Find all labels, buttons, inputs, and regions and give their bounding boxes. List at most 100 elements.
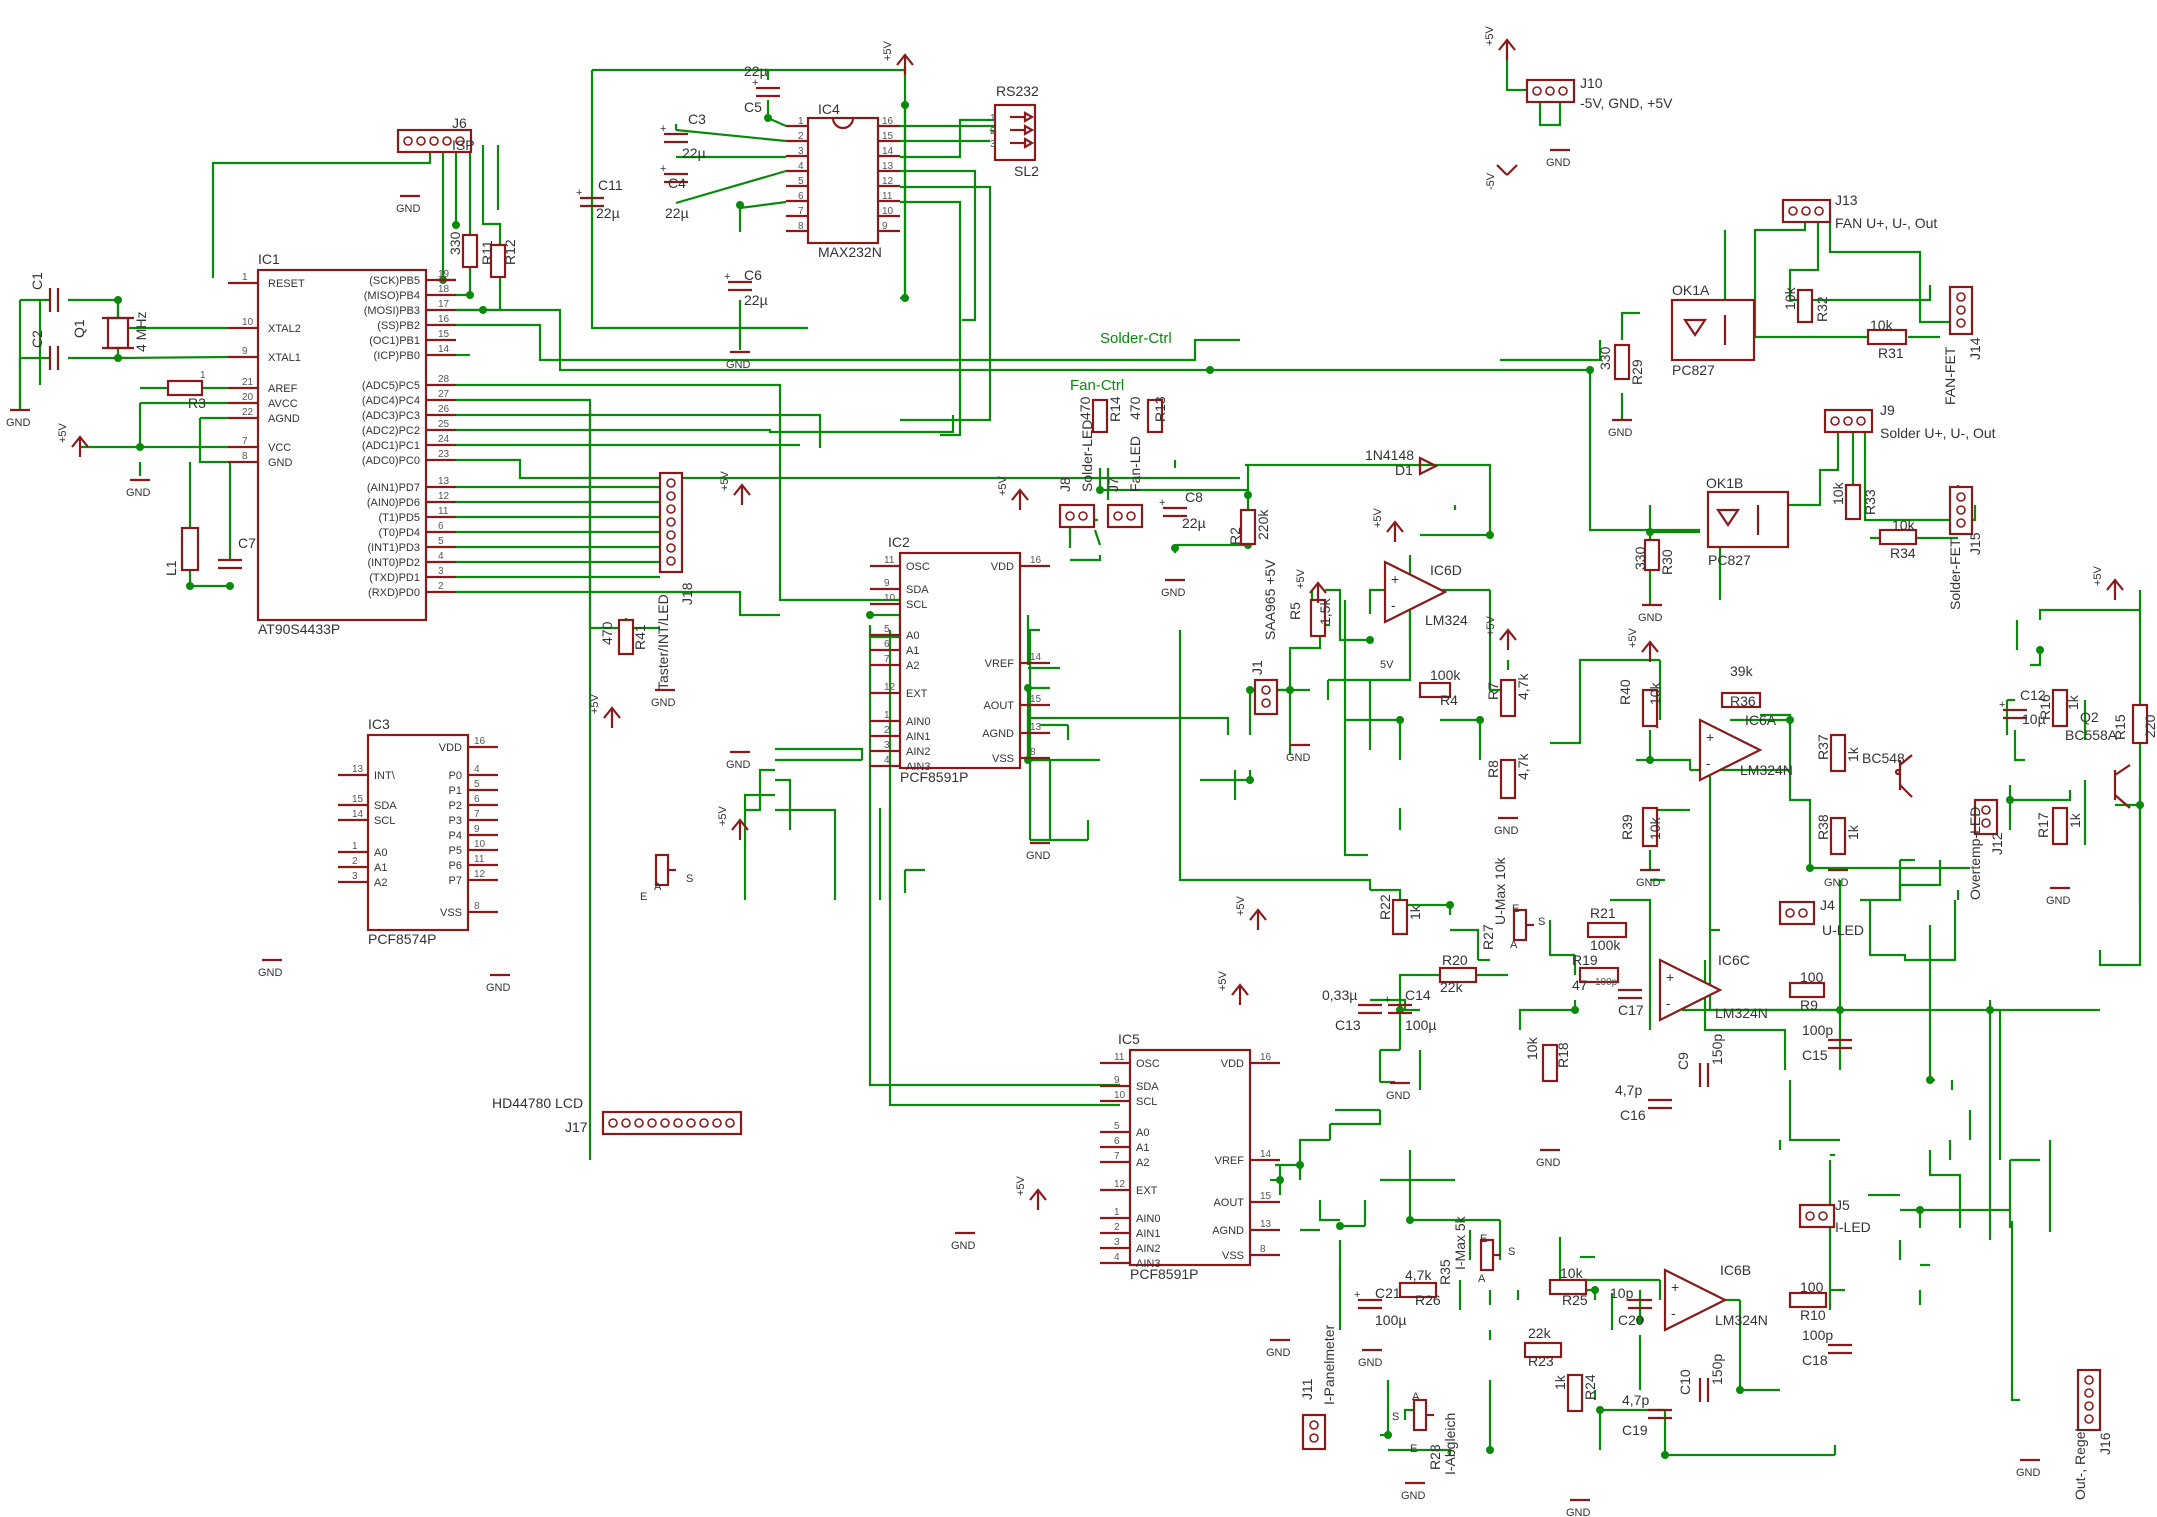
r19-label: R19: [1572, 952, 1598, 968]
ic2-pin-label: AIN2: [906, 746, 930, 758]
j11-header: [1301, 1413, 1327, 1451]
j4-label: J4: [1820, 897, 1835, 913]
r36-value: 39k: [1730, 663, 1754, 679]
gnd-label: GND: [1161, 587, 1186, 599]
ic1-pin-num: 9: [242, 346, 248, 357]
wire: [1488, 590, 1508, 692]
r2-value: 220k: [1255, 509, 1271, 540]
c16-label: C16: [1620, 1107, 1646, 1123]
wire: [900, 118, 1000, 159]
r24-label: R24: [1582, 1374, 1598, 1400]
wire: [775, 808, 837, 900]
ic5-pin-num: 4: [1114, 1252, 1120, 1263]
ic5-pin-label: SCL: [1136, 1096, 1157, 1108]
c12-label: C12: [2020, 687, 2046, 703]
ic1-pin-num: 23: [438, 449, 450, 460]
r28-body: [1412, 1398, 1428, 1432]
c6-value: 22µ: [744, 292, 768, 308]
cap-plus: +: [1999, 699, 2005, 711]
c5-value: 22µ: [744, 63, 768, 79]
cap-plus: +: [660, 123, 666, 135]
ic2-pin-label: OSC: [906, 561, 930, 573]
header-pin: [1261, 698, 1271, 708]
header-pin: [1798, 908, 1808, 918]
ic4-pin-num: 8: [798, 221, 804, 232]
ok1b-label: OK1B: [1706, 475, 1743, 491]
ic1-pin-num: 19: [438, 269, 450, 280]
wire: [1610, 898, 1652, 1030]
wire: [868, 625, 1120, 1087]
wire: [775, 747, 864, 760]
pc827a-label: PC827: [1672, 362, 1715, 378]
vee-arrow: [1506, 164, 1518, 176]
ic1-pin-num: 22: [242, 407, 254, 418]
ic1-pin-num: 6: [438, 521, 444, 532]
cap-plus: +: [576, 187, 582, 199]
gnd-label: GND: [1546, 157, 1571, 169]
j13-label: J13: [1835, 192, 1858, 208]
opamp-plus: +: [1706, 729, 1714, 745]
wire: [1550, 658, 1600, 745]
ic5-pin-label: OSC: [1136, 1058, 1160, 1070]
ic3-pin-num: 4: [474, 764, 480, 775]
ic1-pin-label: VCC: [268, 442, 291, 454]
q2-collector: [2114, 794, 2131, 809]
pot-a: A: [1478, 1273, 1486, 1285]
ic3-pin-num: 1: [352, 841, 358, 852]
header-pin: [1065, 511, 1075, 521]
j16-header: [2076, 1368, 2102, 1432]
pot-s: S: [1508, 1246, 1515, 1258]
ic5-pin-num: 1: [1114, 1207, 1120, 1218]
wire: [900, 200, 962, 437]
header-pin: [429, 136, 439, 146]
ic2-pin-label: VDD: [991, 561, 1014, 573]
ic5-name: IC5: [1118, 1031, 1140, 1047]
r31-resistor: [1866, 328, 1908, 346]
gnd-label: GND: [2016, 1467, 2041, 1479]
ic3-pin-num: 7: [474, 809, 480, 820]
r20-value: 22k: [1440, 979, 1464, 995]
header-pin: [1801, 206, 1811, 216]
ic2-pin-label: AGND: [982, 728, 1014, 740]
ic1-pin-label: (T0)PD4: [378, 527, 420, 539]
ic1-pin-label: AGND: [268, 413, 300, 425]
junction: [452, 221, 460, 229]
header-pin: [660, 1118, 670, 1128]
lcd-label: HD44780 LCD: [492, 1095, 583, 1111]
header-pin: [1956, 305, 1966, 315]
pot-e: E: [1410, 1443, 1417, 1455]
c15-label: C15: [1802, 1047, 1828, 1063]
junction: [466, 291, 474, 299]
j14-desc: FAN-FET: [1942, 346, 1958, 405]
r18-value: 10k: [1524, 1036, 1540, 1060]
r41-value: 470: [599, 621, 615, 645]
ic5-pin-num: 7: [1114, 1151, 1120, 1162]
cap-plus: +: [1159, 497, 1165, 509]
header-pin: [712, 1118, 722, 1128]
ic5-pin-label: AIN3: [1136, 1258, 1160, 1270]
ic3-pin-label: SCL: [374, 815, 395, 827]
gnd-label: GND: [951, 1240, 976, 1252]
ic1-pin-label: (T1)PD5: [378, 512, 420, 524]
wire: [675, 169, 787, 205]
opamp-minus: -: [1391, 597, 1396, 613]
j17-header: [601, 1110, 743, 1136]
opamp-plus: +: [1671, 1279, 1679, 1295]
ic3-pin-label: VDD: [439, 742, 462, 754]
ic4-pin-num: 13: [882, 161, 894, 172]
ic1-pin-num: 5: [438, 536, 444, 547]
wire: [1370, 998, 1407, 1010]
c1-label: C1: [29, 272, 45, 290]
r30-value: 330: [1632, 546, 1648, 570]
j12-label: J12: [1989, 832, 2005, 855]
wire: [1538, 85, 1562, 127]
r27-label: R27: [1480, 924, 1496, 950]
header-pin: [2084, 1401, 2094, 1411]
ic1-name: IC1: [258, 251, 280, 267]
r36-label: R36: [1730, 693, 1756, 709]
ic4-pin-num: 4: [798, 161, 804, 172]
ic4-pin-num: 1: [798, 116, 804, 127]
j7-desc: Fan-LED: [1127, 436, 1143, 492]
ic1-pin-label: (AIN0)PD6: [367, 497, 420, 509]
wire: [2010, 1221, 2020, 1402]
